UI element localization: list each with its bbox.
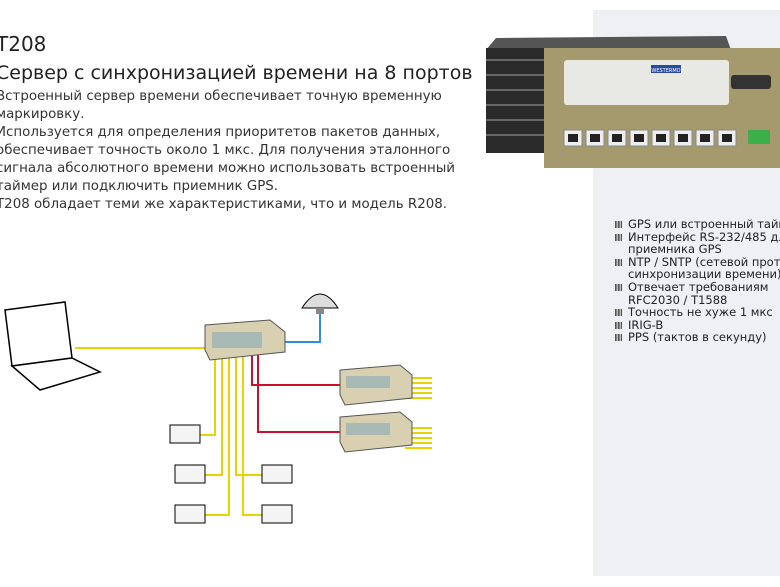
device-icon [174,504,206,524]
device-icon [174,464,206,484]
spec-item-cont: приемника GPS [628,242,722,257]
spec-item: Точность не хуже 1 мкс [614,306,780,319]
device-icon [261,504,293,524]
switch-icon [339,411,413,453]
laptop-icon [4,301,103,391]
description-1: Встроенный сервер времени обеспечивает т… [0,89,442,122]
description-2: Используется для определения приоритетов… [0,125,456,194]
brand-label: WESTERMO [651,68,680,74]
specs-list: GPS или встроенный таймер Интерфейс RS-2… [614,218,780,344]
spec-item: PPS (тактов в секунду) [614,331,780,344]
gps-antenna-icon [301,293,339,314]
spec-item: Интерфейс RS-232/485 для [614,230,780,244]
device-icon [261,464,293,484]
model-name: T208 [0,32,47,56]
device-photo: WESTERMO [486,36,780,168]
spec-item: IRIG-B [614,319,780,332]
main-server-icon [204,319,286,361]
spec-item-cont: RFC2030 / T1588 [628,292,728,307]
description-3: T208 обладает теми же характеристиками, … [0,197,448,212]
page-title: Сервер с синхронизацией времени на 8 пор… [0,62,473,84]
spec-item: NTP / SNTP (сетевой протокол [614,256,780,269]
main-text: T208 Сервер с синхронизацией времени на … [0,32,476,214]
network-diagram [4,293,432,524]
spec-item-cont: синхронизации времени) [628,267,780,282]
device-icon [169,424,201,444]
spec-item: Отвечает требованиям [614,281,780,294]
spec-item: GPS или встроенный таймер [614,218,780,231]
switch-icon [339,364,413,406]
